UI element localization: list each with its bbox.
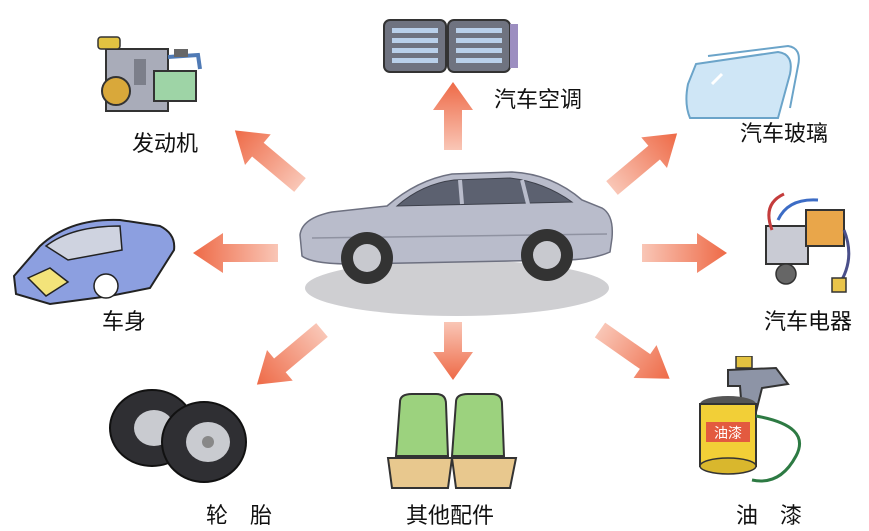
label-accessories: 其他配件: [406, 504, 495, 529]
glass-panel-icon: [685, 44, 800, 119]
tires-icon: [109, 389, 247, 483]
arrow-to-engine: [234, 130, 306, 192]
car-illustration: [299, 171, 614, 316]
arrow-to-electrics: [642, 233, 727, 273]
arrow-to-accessories: [433, 322, 473, 380]
arrow-to-body: [193, 233, 278, 273]
arrow-to-paint: [594, 322, 670, 379]
engine-icon: [97, 36, 202, 112]
label-body: 车身: [102, 310, 147, 335]
car-seats-icon: [386, 393, 518, 489]
label-glass: 汽车玻璃: [740, 122, 829, 147]
arrow-to-tire: [256, 323, 328, 385]
paint-sprayer-icon: 油漆: [699, 356, 802, 483]
label-ac: 汽车空调: [494, 88, 583, 113]
electrical-parts-icon: [765, 192, 851, 293]
arrow-to-glass: [606, 133, 678, 195]
label-paint: 油 漆: [736, 504, 803, 529]
label-engine: 发动机: [132, 132, 199, 157]
label-electrics: 汽车电器: [764, 310, 853, 335]
arrow-to-ac: [433, 82, 473, 150]
paint-can-label: 油漆: [714, 426, 742, 442]
label-tire: 轮 胎: [206, 504, 273, 529]
ac-unit-icon: [383, 19, 518, 73]
car-body-icon: [12, 218, 176, 306]
